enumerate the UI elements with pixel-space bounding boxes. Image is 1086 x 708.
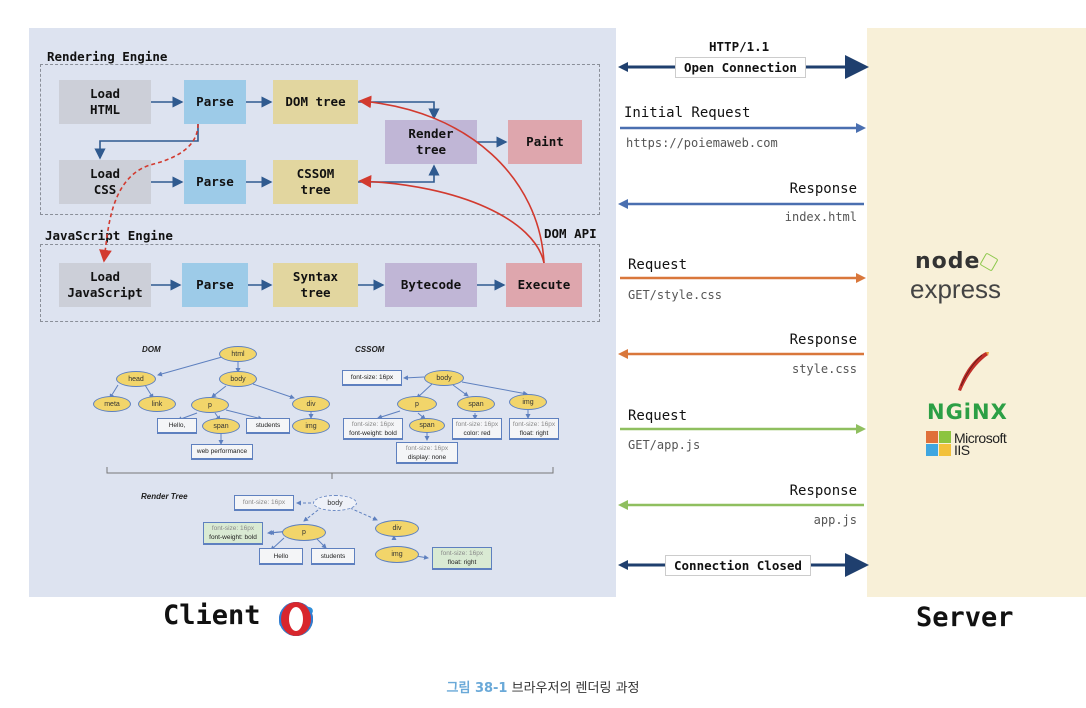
- cssom-style-body: font-size: 16px: [342, 370, 402, 386]
- figure-caption: 그림 38-1 브라우저의 렌더링 과정: [0, 677, 1086, 696]
- js-engine-title: JavaScript Engine: [45, 228, 173, 243]
- parse-css-node: Parse: [184, 160, 246, 204]
- apache-feather-icon: [958, 352, 989, 391]
- nginx-logo: NGiNX: [927, 400, 1008, 424]
- close-connection-arrow-left: [618, 560, 628, 570]
- render-text-hello: Hello: [259, 548, 303, 565]
- render-node-img: img: [375, 546, 419, 563]
- execute-node: Execute: [506, 263, 582, 307]
- request-arrowhead-4: [856, 424, 866, 434]
- css-request-label: Request: [628, 257, 688, 273]
- css-response-detail: style.css: [791, 362, 857, 376]
- dom-node-p: p: [191, 397, 229, 413]
- parse-html-node: Parse: [184, 80, 246, 124]
- dom-text-web-performance: web performance: [191, 444, 253, 460]
- dom-text-students: students: [246, 418, 290, 434]
- response-arrowhead-1: [618, 199, 628, 209]
- load-html-node: Load HTML: [59, 80, 151, 124]
- server-panel: [867, 28, 1086, 597]
- css-request-detail: GET/style.css: [628, 288, 722, 302]
- js-request-detail: GET/app.js: [628, 438, 701, 452]
- cssom-tree-node: CSSOM tree: [273, 160, 358, 204]
- nodejs-hex-icon: [979, 251, 1000, 272]
- dom-diagram-title: DOM: [142, 345, 161, 354]
- open-connection-arrow-left: [618, 62, 628, 72]
- css-response-label: Response: [789, 332, 857, 348]
- request-arrowhead-2: [856, 273, 866, 283]
- render-node-p: p: [282, 524, 326, 541]
- dom-tree-node: DOM tree: [273, 80, 358, 124]
- index-response-label: Response: [789, 181, 857, 197]
- response-arrowhead-5: [618, 500, 628, 510]
- cssom-node-img: img: [509, 394, 547, 410]
- render-style-body: font-size: 16px: [234, 495, 294, 511]
- render-tree-title: Render Tree: [141, 492, 188, 501]
- dom-node-html: html: [219, 346, 257, 362]
- dom-node-link: link: [138, 396, 176, 412]
- dom-node-head: head: [116, 371, 156, 387]
- load-css-node: Load CSS: [59, 160, 151, 204]
- js-request-label: Request: [628, 408, 688, 424]
- microsoft-windows-icon: [926, 431, 951, 456]
- cssom-node-p-span: span: [409, 418, 445, 433]
- initial-request-label: Initial Request: [624, 105, 751, 121]
- render-tree-node: Render tree: [385, 120, 477, 164]
- bytecode-node: Bytecode: [385, 263, 477, 307]
- cssom-diagram-title: CSSOM: [355, 345, 385, 354]
- figure-number: 그림 38-1: [446, 681, 508, 696]
- server-label: Server: [916, 602, 1014, 633]
- js-engine-box: [40, 244, 600, 322]
- js-response-label: Response: [789, 483, 857, 499]
- dom-text-hello: Hello,: [157, 418, 197, 434]
- paint-node: Paint: [508, 120, 582, 164]
- initial-request-detail: https://poiemaweb.com: [626, 136, 778, 150]
- open-connection-label: Open Connection: [675, 57, 806, 78]
- render-node-div: div: [375, 520, 419, 537]
- cssom-node-p: p: [397, 396, 437, 412]
- dom-api-label: DOM API: [544, 226, 597, 241]
- dom-node-img: img: [292, 418, 330, 434]
- rendering-engine-title: Rendering Engine: [47, 49, 168, 64]
- parse-js-node: Parse: [182, 263, 248, 307]
- js-response-detail: app.js: [813, 513, 857, 527]
- dom-node-span: span: [202, 418, 240, 434]
- load-js-node: Load JavaScript: [59, 263, 151, 307]
- index-response-detail: index.html: [784, 210, 857, 224]
- dom-node-meta: meta: [93, 396, 131, 412]
- rendering-engine-box: [40, 64, 600, 215]
- figure-text: 브라우저의 렌더링 과정: [511, 681, 640, 696]
- client-label: Client: [163, 600, 261, 631]
- response-arrowhead-3: [618, 349, 628, 359]
- dom-node-body: body: [219, 371, 257, 387]
- cssom-node-span: span: [457, 396, 495, 412]
- nodejs-logo: node: [915, 249, 1000, 274]
- render-text-students: students: [311, 548, 355, 565]
- syntax-tree-node: Syntax tree: [273, 263, 358, 307]
- render-node-body: body: [313, 495, 357, 511]
- http-protocol-label: HTTP/1.1: [709, 39, 770, 54]
- request-arrowhead-0: [856, 123, 866, 133]
- express-logo: express: [910, 274, 1002, 304]
- connection-closed-label: Connection Closed: [665, 555, 811, 576]
- opera-icon: [281, 602, 311, 636]
- cssom-node-body: body: [424, 370, 464, 386]
- dom-node-div: div: [292, 396, 330, 412]
- microsoft-iis-logo: Microsoft IIS: [926, 431, 1007, 457]
